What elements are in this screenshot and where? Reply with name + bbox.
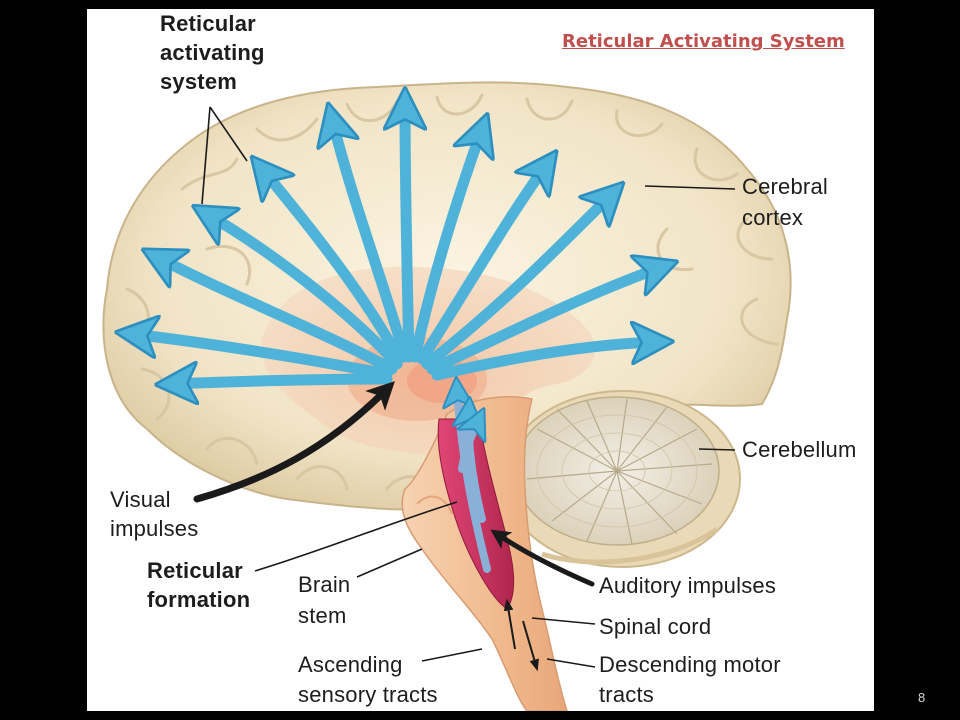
descending-tract-arrow: [522, 620, 539, 672]
ras-label-line1: Reticular: [160, 11, 256, 36]
descending-label-line2: tracts: [599, 682, 654, 707]
ascending-arrows: [457, 389, 491, 573]
brainstem-label-line2: stem: [298, 603, 347, 628]
auditory-impulse-arrow: [490, 529, 595, 587]
cerebellum-shape: [503, 390, 741, 568]
formation-label-line1: Reticular: [147, 558, 243, 583]
slide: Reticular activating system Cerebral cor…: [87, 9, 874, 711]
ras-label-line3: system: [160, 69, 238, 94]
slide-title: Reticular Activating System: [562, 31, 845, 52]
ascending-label-line1: Ascending: [298, 652, 403, 677]
cortex-label-line2: cortex: [742, 205, 804, 230]
cortex-label-line1: Cerebral: [742, 174, 828, 199]
descending-label-line1: Descending motor: [599, 652, 781, 677]
auditory-label: Auditory impulses: [599, 573, 777, 598]
ras-label-line2: activating: [160, 40, 265, 65]
formation-label-line2: formation: [147, 587, 251, 612]
ascending-label-line2: sensory tracts: [298, 682, 438, 707]
visual-impulse-arrow: [193, 381, 395, 503]
cerebellum-label: Cerebellum: [742, 437, 857, 462]
visual-label-line1: Visual: [110, 487, 171, 512]
spinal-cord-label: Spinal cord: [599, 614, 712, 639]
visual-label-line2: impulses: [110, 516, 199, 541]
ascending-tract-arrow: [503, 598, 516, 650]
brain-diagram: [102, 81, 792, 711]
leader-lines: [201, 106, 736, 668]
brainstem-label-line1: Brain: [298, 572, 351, 597]
page-number: 8: [918, 690, 926, 705]
activation-arrows: [132, 104, 662, 384]
